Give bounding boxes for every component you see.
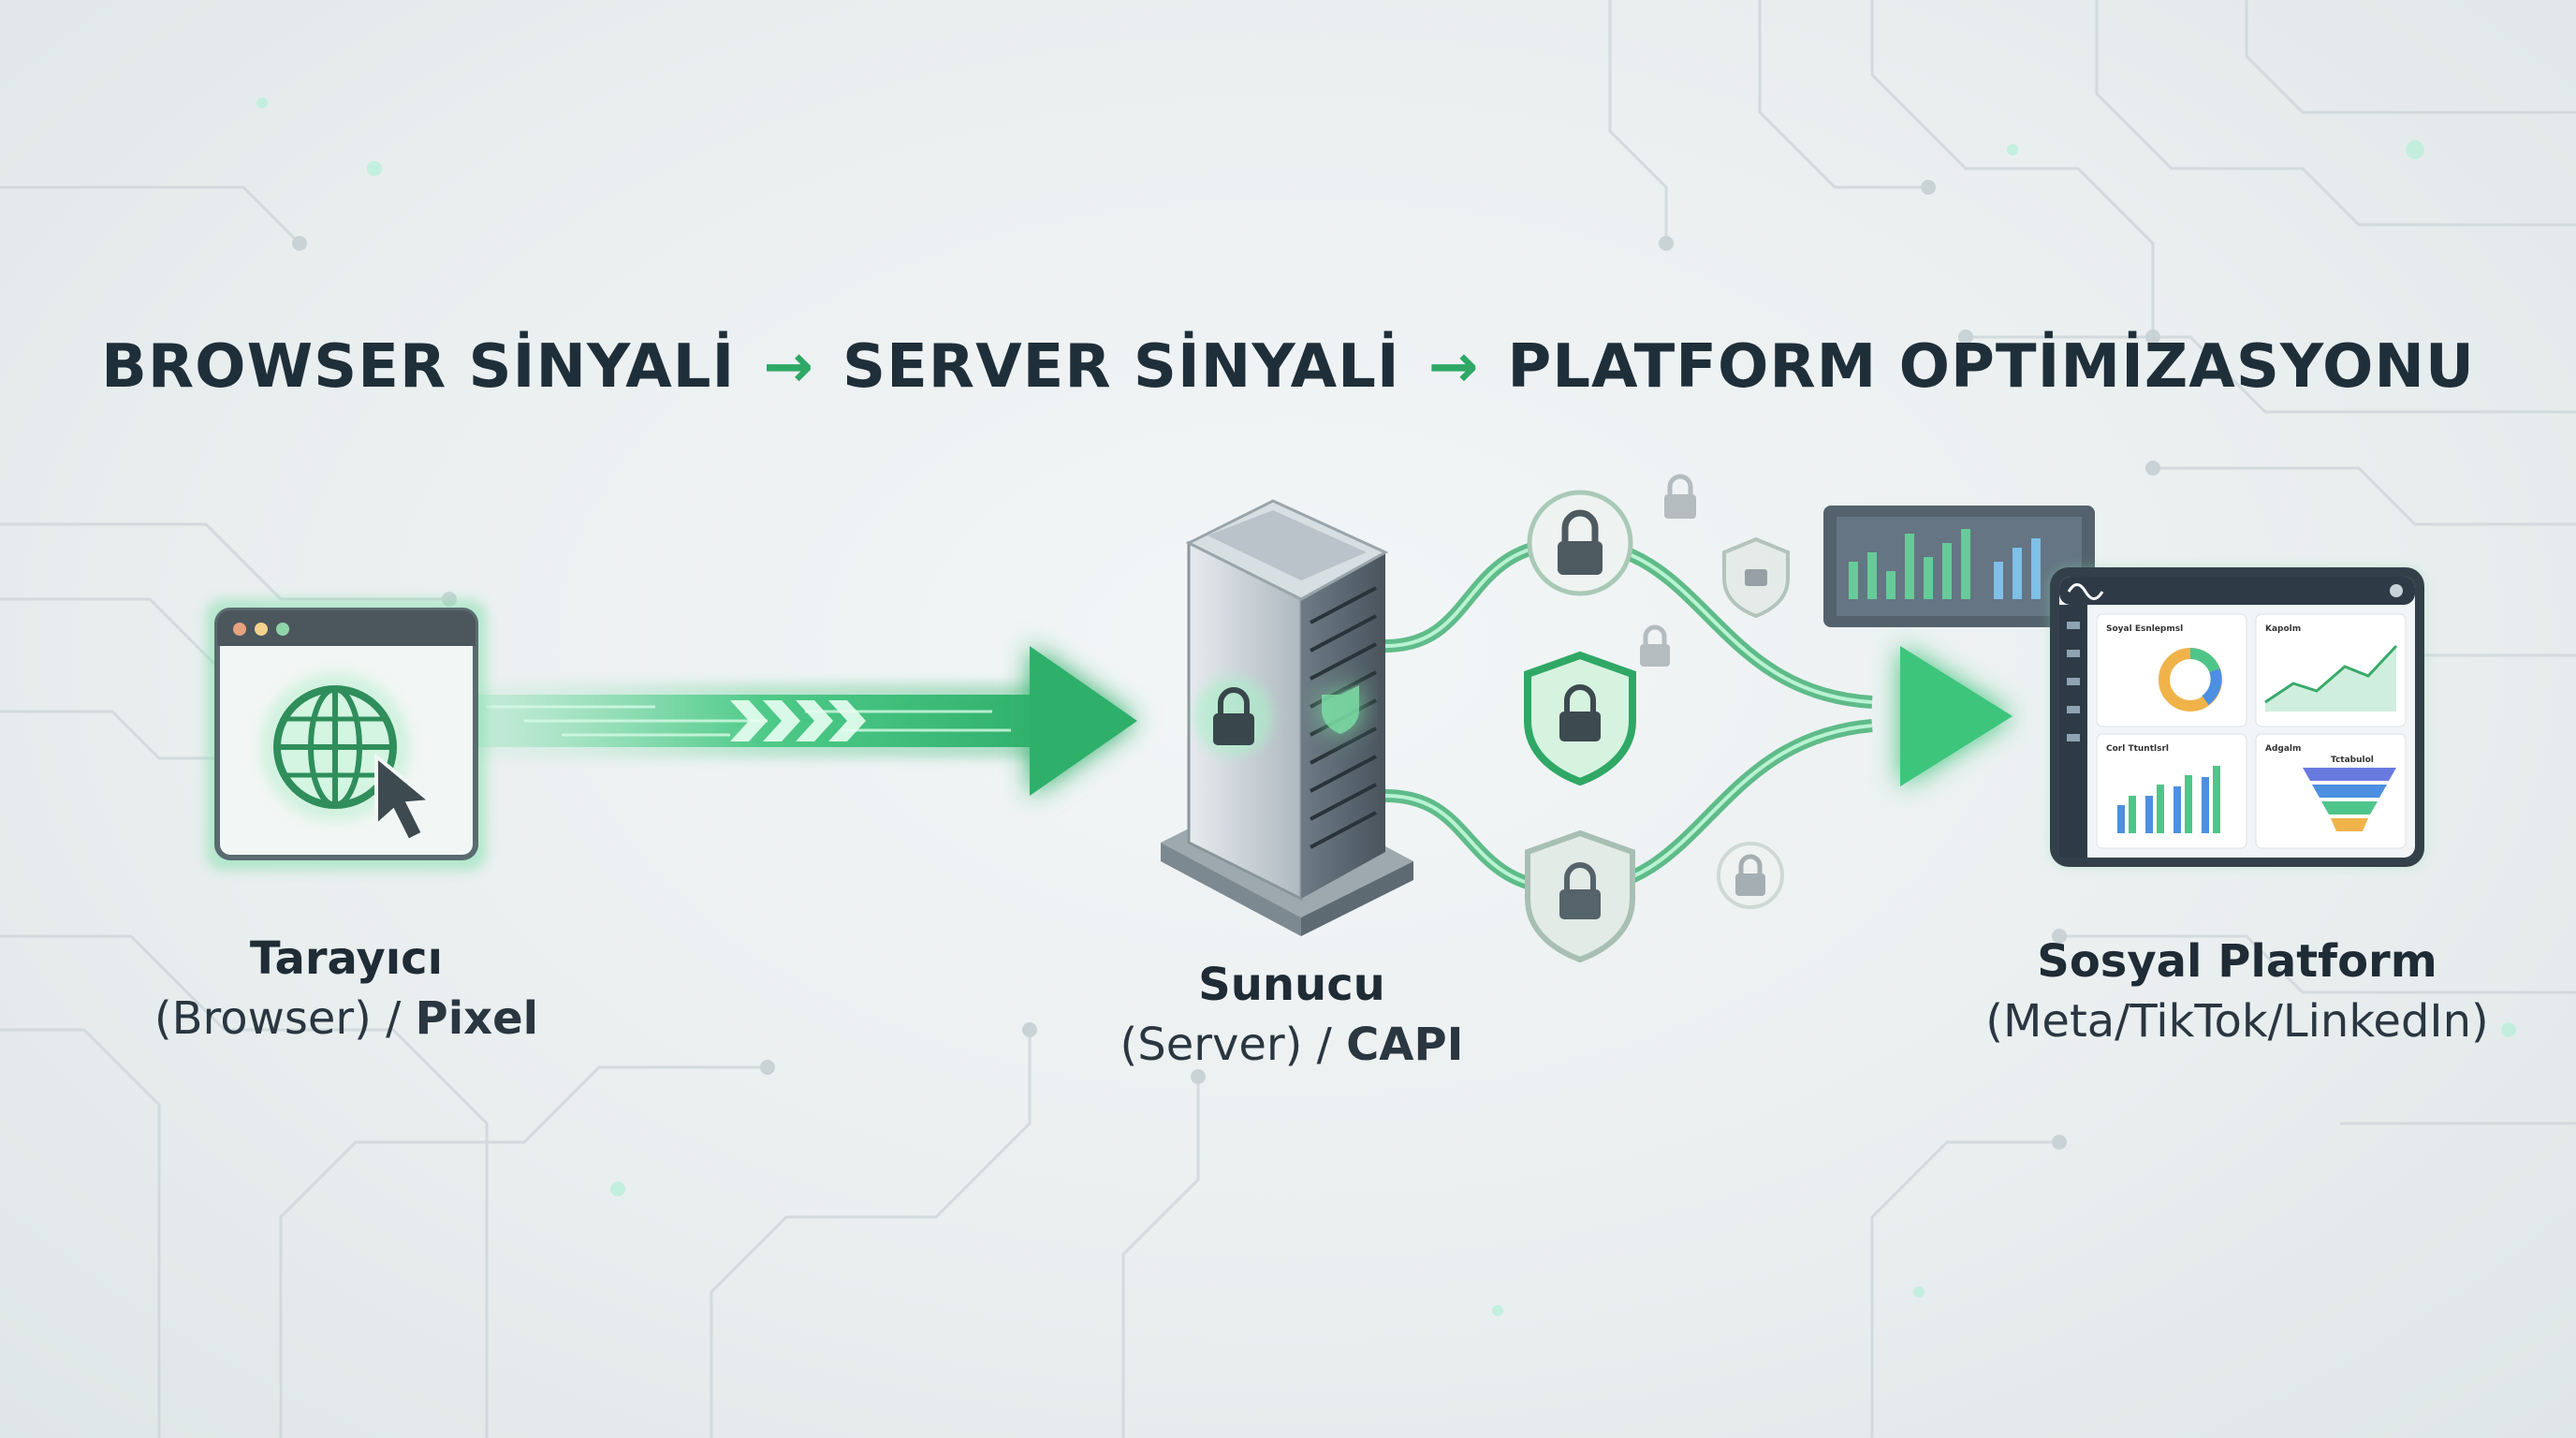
meta-logo-icon (2067, 583, 2104, 600)
background-chart-panel (1823, 506, 2095, 627)
platform-dashboard: Soyal Esnlepmsl Kapolm Corl Ttuntlsrl Ad… (2050, 567, 2424, 867)
browser-name: Tarayıcı (249, 932, 444, 985)
browser-window (206, 599, 487, 871)
platform-subtitle: (Meta/TikTok/LinkedIn) (1985, 995, 2489, 1048)
dashboard-panel-3-title: Corl Ttuntlsrl (2106, 744, 2169, 754)
server-tower (1161, 499, 1413, 936)
server-subtitle: (Server) / CAPI (1120, 1019, 1464, 1071)
cursor-icon (374, 752, 436, 844)
platform-name: Sosyal Platform (2037, 935, 2437, 988)
lock-icon (1640, 624, 1670, 667)
dashboard-panel-1-title: Soyal Esnlepmsl (2106, 624, 2183, 634)
shield-icon (1722, 536, 1790, 619)
server-caption: Sunucu (Server) / CAPI (1058, 955, 1526, 1075)
lock-icon (1559, 862, 1601, 919)
lock-icon (1664, 474, 1696, 519)
dashboard-panel-4-title: Adgalm (2265, 744, 2301, 754)
lock-icon (1717, 842, 1784, 909)
dashboard-panel-4-subtitle: Tctabulol (2331, 756, 2374, 765)
browser-subtitle: (Browser) / Pixel (154, 992, 539, 1045)
browser-caption: Tarayıcı (Browser) / Pixel (112, 929, 580, 1049)
browser-to-server-arrow (468, 646, 1137, 796)
lock-icon (1559, 684, 1601, 741)
server-name: Sunucu (1198, 959, 1385, 1011)
dashboard-panel-2-title: Kapolm (2265, 624, 2301, 634)
shield-icon (1322, 685, 1359, 734)
glow-dots (256, 97, 2516, 1316)
lock-top (1527, 490, 1633, 596)
flow-arrow-1: → (763, 332, 814, 402)
flow-step-browser: BROWSER SİNYALİ (101, 332, 736, 402)
shield-bottom (1525, 829, 1635, 963)
globe-icon (260, 672, 410, 822)
flow-step-server: SERVER SİNYALİ (842, 332, 1400, 402)
shield-middle (1524, 651, 1636, 786)
lock-icon (1194, 677, 1273, 756)
flow-arrow-2: → (1427, 332, 1480, 402)
platform-caption: Sosyal Platform (Meta/TikTok/LinkedIn) (1928, 932, 2546, 1051)
flow-step-platform: PLATFORM OPTİMİZASYONU (1507, 332, 2475, 402)
flow-title: BROWSER SİNYALİ → SERVER SİNYALİ → PLATFORM … (0, 332, 2576, 402)
lock-icon (1558, 509, 1603, 575)
